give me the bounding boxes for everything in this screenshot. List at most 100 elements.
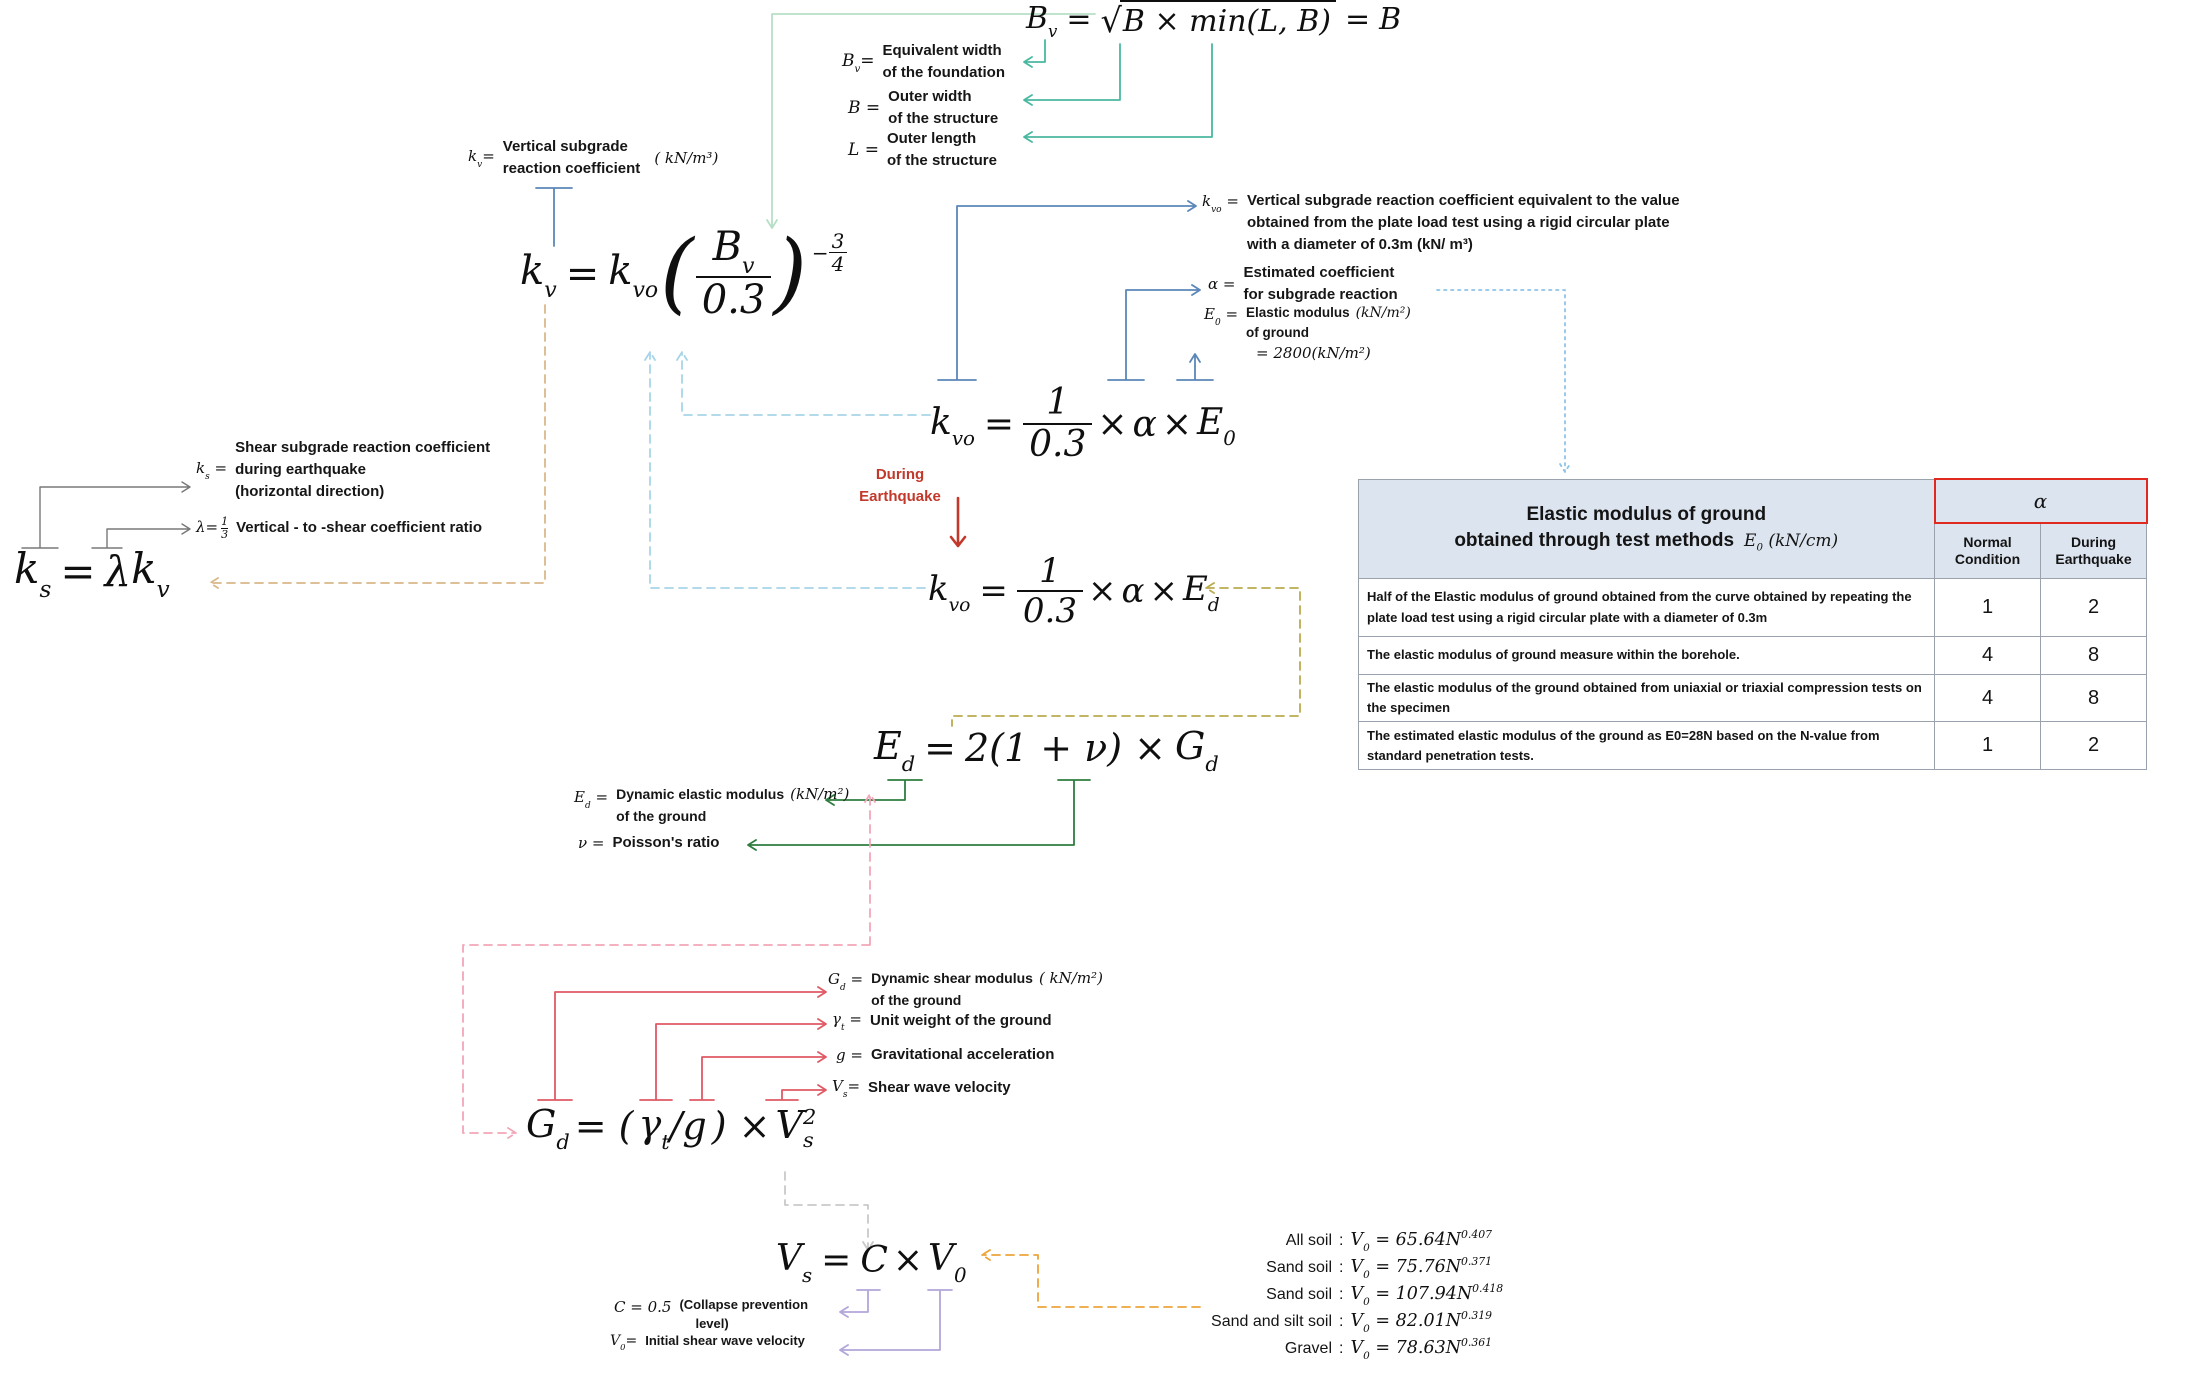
v0-formula: V0 = 75.76N0.371 <box>1350 1255 1493 1282</box>
row-description: The estimated elastic modulus of the gro… <box>1358 721 1935 771</box>
kvo-symbol: kvo = <box>1202 192 1239 215</box>
times: × <box>1097 403 1128 445</box>
equals: = <box>60 546 96 596</box>
nu-description: Poisson's ratio <box>612 834 720 851</box>
e0-unit-math: E0 (kN/cm) <box>1744 531 1839 554</box>
connector-vs-def <box>765 1084 827 1101</box>
gamma-t-description: Unit weight of the ground <box>869 1012 1052 1029</box>
row-description: The elastic modulus of the ground obtain… <box>1358 673 1935 723</box>
table-title-cell: Elastic modulus of ground obtained throu… <box>1358 478 1935 579</box>
kvo-term: kvo <box>928 569 971 617</box>
g-symbol: g = <box>836 1045 863 1064</box>
connector-b-to-def <box>1023 43 1121 106</box>
connector-bv-to-def <box>1023 39 1046 68</box>
formula-vs: Vs = C × V0 <box>776 1238 967 1287</box>
kv-term: kv <box>131 544 170 603</box>
v0-formula: V0 = 82.01N0.319 <box>1350 1309 1493 1336</box>
colon: : <box>1339 1285 1344 1303</box>
bv-term: Bv <box>1026 0 1058 42</box>
alpha-term: α <box>1132 403 1157 445</box>
bv-symbol: Bv= <box>842 50 875 75</box>
lambda-term: λ <box>104 546 132 596</box>
radical-sign: √ <box>1100 1 1122 40</box>
colon: : <box>1339 1312 1344 1330</box>
gd-term: Gd <box>1175 724 1219 777</box>
table-alpha-header: α <box>1933 478 2148 524</box>
v0-symbol: V0= <box>610 1332 638 1352</box>
v0-row-all-soil: All soil : V0 = 65.64N0.407 <box>1200 1228 1503 1255</box>
bv-over-03-fraction: Bv 0.3 <box>695 224 772 323</box>
close-paren-times: ) × <box>711 1104 771 1149</box>
equals: = <box>979 571 1008 612</box>
def-v0: V0= Initial shear wave velocity <box>610 1332 805 1352</box>
def-vs: Vs= Shear wave velocity <box>832 1077 1011 1100</box>
nu-symbol: ν = <box>578 833 605 852</box>
ed-term: Ed <box>874 724 916 777</box>
b-symbol: B = <box>848 97 881 118</box>
def-e0: E0 = Elastic modulus(kN/m²)of ground= 28… <box>1204 303 1411 365</box>
e0-symbol: E0 = <box>1204 305 1239 328</box>
v0-formula: V0 = 78.63N0.361 <box>1350 1336 1493 1363</box>
lambda-description: Vertical - to -shear coefficient ratio <box>236 519 482 537</box>
table-row: The estimated elastic modulus of the gro… <box>1358 721 2148 771</box>
fraction-numerator: Bv <box>712 224 755 279</box>
def-nu: ν = Poisson's ratio <box>578 832 719 854</box>
l-symbol: L = <box>848 139 879 160</box>
connector-ks-def <box>21 481 191 549</box>
connector-gd-def <box>537 986 827 1101</box>
v0-row-sand-soil-2: Sand soil : V0 = 107.94N0.418 <box>1200 1282 1503 1309</box>
connector-g-def <box>689 1051 827 1101</box>
value-normal: 1 <box>1934 578 2041 637</box>
radical-body: B × min(L, B) <box>1119 0 1336 39</box>
kv-term: kv <box>520 248 557 304</box>
vs-term: Vs <box>776 1238 813 1287</box>
value-normal: 1 <box>1934 721 2041 771</box>
equals: = <box>1345 2 1371 37</box>
kv-exponent: − 3 4 <box>811 229 848 276</box>
v0-formula-list: All soil : V0 = 65.64N0.407 Sand soil : … <box>1200 1228 1503 1363</box>
soil-type-label: Sand and silt soil <box>1211 1312 1332 1330</box>
alpha-symbol: α = <box>1208 274 1236 293</box>
kvo-description: Vertical subgrade reaction coefficient e… <box>1246 192 1680 253</box>
table-row: The elastic modulus of ground measure wi… <box>1358 636 2148 675</box>
value-earthquake: 8 <box>2039 673 2148 723</box>
connector-l-to-def <box>1023 43 1213 143</box>
ed-term: Ed <box>1182 569 1220 617</box>
b-term: B <box>1379 2 1402 37</box>
formula-kv: kv = kvo ( Bv 0.3 ) − 3 4 <box>520 224 848 323</box>
minus-sign: − <box>811 240 829 265</box>
connector-v0-def <box>839 1289 953 1356</box>
equals: = <box>1066 2 1092 37</box>
value-normal: 4 <box>1934 673 2041 723</box>
value-normal: 4 <box>1934 636 2041 675</box>
connector-kvo-def <box>937 200 1197 381</box>
formula-kvo-ed: kvo = 1 0.3 × α × Ed <box>928 552 1220 630</box>
equals: = <box>821 1240 852 1282</box>
formula-kvo-e0: kvo = 1 0.3 × α × E0 <box>930 382 1236 466</box>
ks-term: ks <box>14 544 52 603</box>
times: × <box>1161 403 1193 445</box>
ed-symbol: Ed = <box>574 788 609 811</box>
table-header-row: Elastic modulus of ground obtained throu… <box>1358 478 2148 579</box>
connector-c-def <box>839 1289 881 1318</box>
table-row: The elastic modulus of the ground obtain… <box>1358 673 2148 723</box>
v0-formula: V0 = 107.94N0.418 <box>1350 1282 1504 1309</box>
value-earthquake: 2 <box>2039 721 2148 771</box>
def-ks: ks = Shear subgrade reaction coefficient… <box>196 437 490 502</box>
def-kvo: kvo = Vertical subgrade reaction coeffic… <box>1202 190 1680 255</box>
fraction-denominator: 0.3 <box>695 275 772 323</box>
two-one-plus-nu: 2(1 + ν) × <box>964 726 1166 771</box>
e0-term: E0 <box>1197 401 1236 451</box>
gamma-t-term: γt <box>638 1102 670 1155</box>
